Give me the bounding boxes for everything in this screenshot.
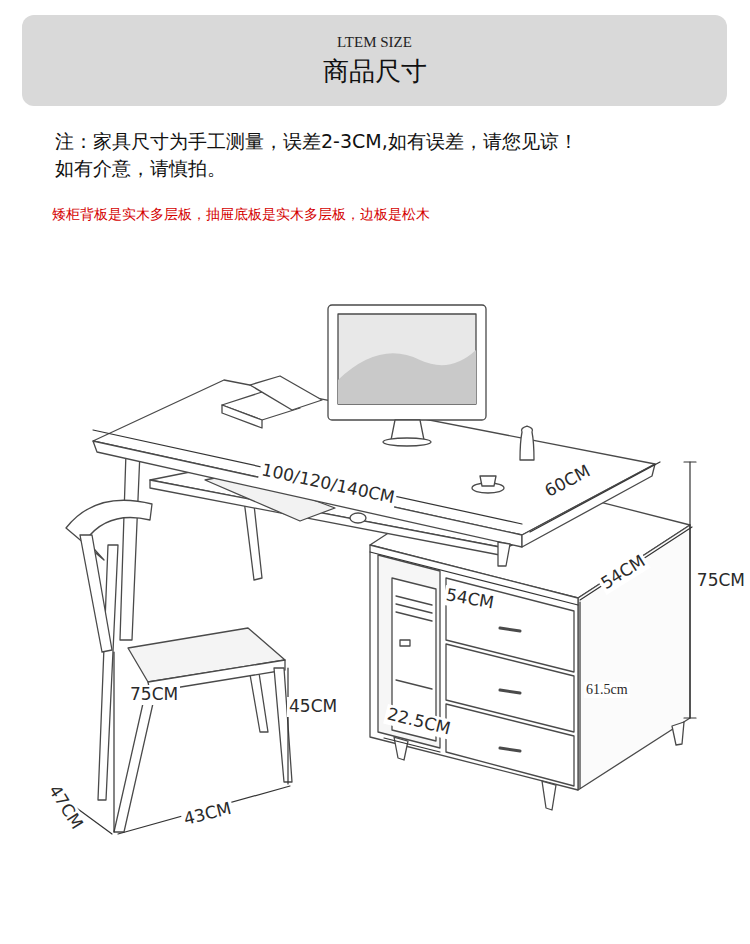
chair-leg [274, 668, 292, 782]
drawer-handle [500, 748, 520, 751]
header-band: LTEM SIZE 商品尺寸 [22, 15, 727, 106]
drawer [446, 704, 574, 786]
drawer-handle [500, 690, 520, 693]
cabinet-front [370, 545, 578, 790]
dimension-line [689, 462, 690, 718]
desk-leg [498, 542, 510, 566]
cabinet-foot [672, 722, 684, 745]
dimension-tick [684, 717, 696, 718]
tower-detail [396, 680, 432, 689]
dimension-line [93, 430, 522, 524]
dimension-line [580, 527, 692, 600]
dimension-line [113, 652, 114, 832]
drawer-handle [500, 628, 520, 631]
cup [480, 476, 496, 486]
monitor-base [383, 438, 431, 446]
tower-button [400, 640, 410, 646]
header-title: 商品尺寸 [323, 57, 427, 87]
tower-detail [396, 604, 432, 613]
cabinet-foot [542, 781, 556, 810]
tower-detail [396, 596, 432, 605]
dimension-label: 100/120/140CM [258, 460, 398, 508]
monitor-stand [391, 420, 424, 440]
dimension-line [384, 738, 440, 752]
dimension-label: 75CM [128, 685, 180, 705]
dimension-label: 60CM [540, 461, 595, 503]
dimension-label: 43CM [180, 798, 235, 830]
vase [520, 426, 534, 460]
mouse [350, 513, 366, 523]
chair-post [80, 535, 112, 652]
desk-front-edge [93, 441, 522, 547]
dimension-label: 54CM [596, 550, 651, 594]
dimension-tick [684, 461, 696, 462]
chair-leg [114, 690, 156, 832]
dimension-label: 75CM [695, 571, 747, 591]
book [250, 376, 322, 410]
dimension-label: 45CM [287, 697, 339, 717]
monitor [328, 305, 486, 420]
header-subtitle: LTEM SIZE [337, 34, 412, 51]
desk-leg [120, 452, 140, 640]
dimension-label: 54CM [443, 585, 498, 613]
screen-wave [338, 350, 476, 404]
dimension-line [579, 602, 580, 788]
note-text: 注：家具尺寸为手工测量，误差2-3CM,如有误差，请您见谅！ [55, 131, 578, 153]
tower-detail [396, 612, 432, 621]
chair-back [66, 500, 152, 560]
cabinet-side [578, 525, 690, 790]
dimension-line [287, 668, 288, 784]
monitor-screen [338, 314, 476, 404]
dimension-label: 61.5cm [584, 682, 630, 698]
material-note: 矮柜背板是实木多层板，抽屉底板是实木多层板，边板是松木 [52, 206, 430, 222]
note-text: 如有介意，请慎拍。 [55, 158, 226, 180]
dimension-label: 22.5CM [383, 704, 454, 740]
dimension-line [118, 786, 290, 834]
dimension-label: 47CM [43, 780, 87, 835]
book-spine [222, 405, 262, 428]
